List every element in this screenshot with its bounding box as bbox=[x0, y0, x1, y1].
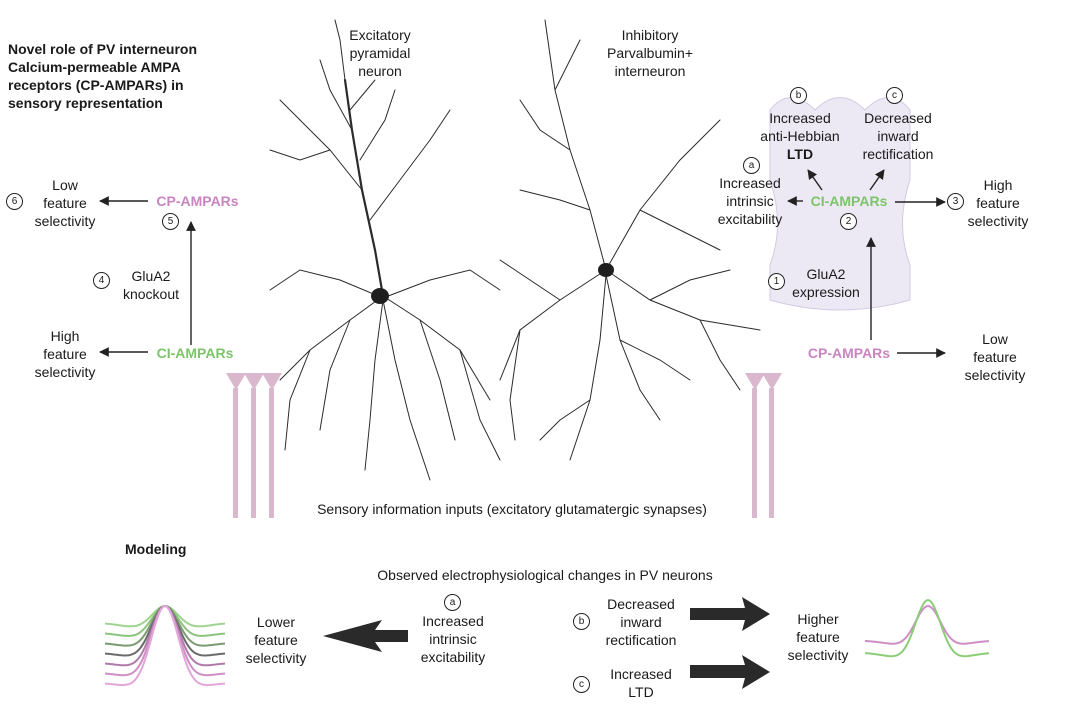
step-6-badge: 6 bbox=[6, 193, 23, 210]
increased-intrinsic-excitability: Increased intrinsic excitability bbox=[717, 175, 783, 227]
excitatory-neuron-label: Excitatory pyramidal neuron bbox=[349, 27, 411, 79]
arrow-ci-to-rect bbox=[869, 169, 885, 191]
right-low-feature-selectivity: Low feature selectivity bbox=[964, 331, 1026, 383]
big-arrow-right-b bbox=[690, 597, 770, 631]
step-1-badge: 1 bbox=[768, 273, 785, 290]
diagram-title: Novel role of PV interneuron Calcium-per… bbox=[8, 41, 198, 111]
synapse-terminals-right bbox=[745, 373, 782, 518]
big-arrow-left bbox=[323, 620, 408, 652]
step-a-badge: a bbox=[743, 157, 760, 174]
pyramidal-neuron-drawing bbox=[269, 19, 501, 481]
model-step-c-badge: c bbox=[573, 676, 590, 693]
inhibitory-neuron-label: Inhibitory Parvalbumin+ interneuron bbox=[607, 27, 693, 79]
step-b-badge: b bbox=[790, 87, 807, 104]
left-low-feature-selectivity: Low feature selectivity bbox=[34, 177, 96, 229]
left-high-feature-selectivity: High feature selectivity bbox=[34, 328, 96, 380]
tuning-curves-higher bbox=[864, 599, 990, 658]
model-step-b-badge: b bbox=[573, 613, 590, 630]
pv-interneuron-drawing bbox=[499, 19, 761, 461]
decreased-inward-rectification: Decreased inward rectification bbox=[862, 110, 934, 162]
model-decreased-inward-rectification: Decreased inward rectification bbox=[605, 596, 677, 648]
step-c-badge: c bbox=[886, 87, 903, 104]
step-5-badge: 5 bbox=[162, 213, 179, 230]
modeling-subtitle: Observed electrophysiological changes in… bbox=[377, 567, 713, 583]
step-4-badge: 4 bbox=[93, 272, 110, 289]
right-ci-ampars-label: CI-AMPARs bbox=[810, 193, 888, 209]
arrow-ci-to-ltd bbox=[807, 169, 823, 191]
big-arrow-right-c bbox=[690, 655, 770, 689]
left-cp-ampars-label: CP-AMPARs bbox=[156, 193, 239, 209]
model-step-a-badge: a bbox=[444, 594, 461, 611]
lower-feature-selectivity: Lower feature selectivity bbox=[245, 614, 307, 666]
pv-cell-schematic bbox=[769, 97, 911, 311]
left-ci-ampars-label: CI-AMPARs bbox=[156, 345, 234, 361]
right-high-feature-selectivity: High feature selectivity bbox=[967, 177, 1029, 229]
glua2-expression-label: GluA2 expression bbox=[792, 266, 860, 300]
right-cp-ampars-label: CP-AMPARs bbox=[807, 345, 891, 361]
synapse-terminals-left bbox=[226, 373, 282, 518]
step-3-badge: 3 bbox=[947, 193, 964, 210]
glua2-knockout-label: GluA2 knockout bbox=[122, 268, 180, 302]
sensory-inputs-label: Sensory information inputs (excitatory g… bbox=[317, 501, 707, 517]
higher-feature-selectivity: Higher feature selectivity bbox=[787, 611, 849, 663]
step-2-badge: 2 bbox=[840, 213, 857, 230]
model-increased-ltd: Increased LTD bbox=[610, 666, 672, 700]
model-increased-intrinsic-excitability: Increased intrinsic excitability bbox=[420, 613, 486, 665]
tuning-curves-lower bbox=[104, 604, 226, 687]
increased-anti-hebbian-ltd: Increased anti-Hebbian LTD bbox=[760, 110, 840, 162]
modeling-heading: Modeling bbox=[125, 541, 187, 557]
